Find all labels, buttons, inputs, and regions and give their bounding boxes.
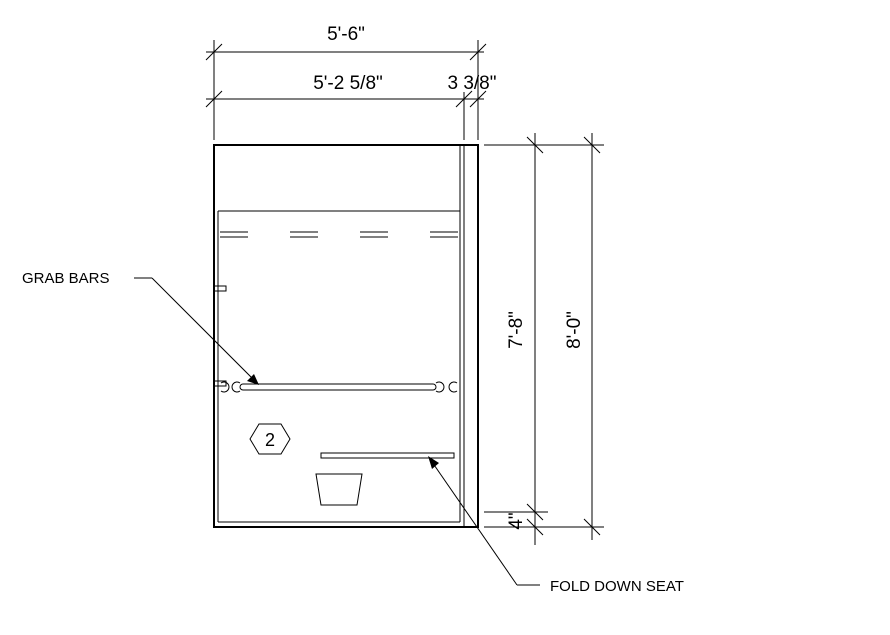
base-height-label: 4" [506,512,527,529]
tick-inner-top [526,136,544,154]
grab-bar-end-left [231,381,241,393]
grab-bars-arrowhead [247,374,259,385]
wall-thickness-label: 3 3/8" [447,73,496,94]
inner-height-label: 7'-8" [506,311,527,349]
fold-down-seat-label: FOLD DOWN SEAT [550,578,684,595]
tick-right-bottom [469,90,487,108]
grab-bars-label: GRAB BARS [22,270,110,287]
height-dimensions: 7'-8" 4" 8'-0" [484,133,604,545]
grab-bar-stub-left [220,381,230,393]
overall-width-label: 5'-6" [327,24,365,45]
hidden-line-pair [220,231,458,238]
grab-bar-rail [239,383,437,391]
tick-left-top [205,43,223,61]
seat-leader-a [429,458,518,586]
grab-bars-leader-b [151,277,258,384]
overall-height-label: 8'-0" [564,311,585,349]
drain-basin [315,473,363,506]
fold-down-seat [320,452,455,459]
grab-bar-end-right [435,381,445,393]
grab-bar [220,381,458,393]
shower-enclosure: 2 [213,144,479,528]
tick-left-bottom [205,90,223,108]
bracket-lower [213,380,227,387]
bracket-upper [213,285,227,292]
seat-arrowhead [428,456,439,469]
callouts: GRAB BARS FOLD DOWN SEAT [22,270,684,595]
grab-bar-stub-right [448,381,458,393]
enclosure-outline [213,144,479,528]
tag-number: 2 [265,430,275,450]
hexagon-tag-icon [249,423,291,455]
tick-mid-bottom [455,90,473,108]
tick-outer-bottom [583,518,601,536]
detail-tag: 2 [249,423,291,455]
tick-inner-mid [526,503,544,521]
tick-right-top [469,43,487,61]
tick-outer-top [583,136,601,154]
inner-width-label: 5'-2 5/8" [313,73,383,94]
width-dimensions: 5'-6" 5'-2 5/8" 3 3/8" [205,24,497,140]
